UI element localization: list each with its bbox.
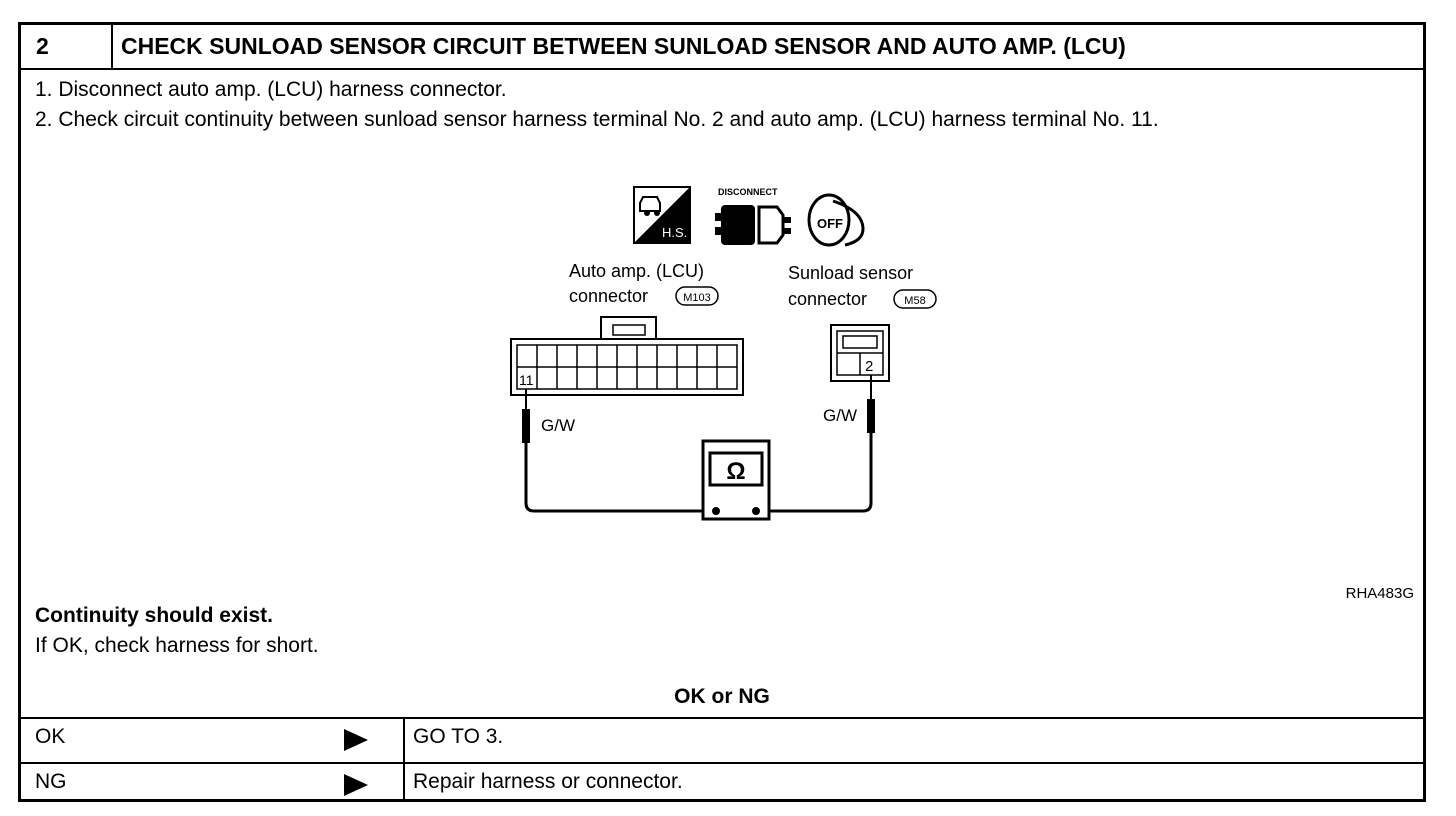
figure-code: RHA483G bbox=[1346, 585, 1414, 602]
decision-row-ok: OK GO TO 3. bbox=[21, 719, 1423, 764]
sunload-sensor-label: Sunload sensor bbox=[788, 263, 913, 283]
instruction-list: 1. Disconnect auto amp. (LCU) harness co… bbox=[35, 75, 1159, 135]
disconnect-label: DISCONNECT bbox=[718, 187, 778, 197]
auto-amp-terminal: 11 bbox=[519, 372, 534, 388]
decision-label: NG bbox=[35, 770, 67, 793]
off-label: OFF bbox=[817, 216, 843, 231]
decision-action: GO TO 3. bbox=[403, 719, 1423, 762]
right-arrow-icon bbox=[344, 774, 368, 796]
circuit-diagram: H.S. DISCONNECT OFF Auto amp. (LCU) conn… bbox=[510, 186, 1414, 602]
disconnect-icon: DISCONNECT bbox=[715, 187, 791, 245]
decision-label: OK bbox=[35, 725, 66, 748]
decision-row-ng: NG Repair harness or connector. bbox=[21, 764, 1423, 802]
expected-result-text: Continuity should exist. bbox=[35, 604, 274, 627]
procedure-table: 2 CHECK SUNLOAD SENSOR CIRCUIT BETWEEN S… bbox=[18, 22, 1426, 802]
auto-amp-connector-id: M103 bbox=[683, 292, 711, 304]
sunload-sensor-connector-id: M58 bbox=[904, 295, 925, 307]
test-leads bbox=[522, 375, 875, 513]
right-arrow-icon bbox=[344, 729, 368, 751]
step-title: CHECK SUNLOAD SENSOR CIRCUIT BETWEEN SUN… bbox=[121, 33, 1126, 59]
decision-heading: OK or NG bbox=[21, 679, 1423, 719]
sunload-sensor-wire-color: G/W bbox=[823, 406, 857, 425]
ignition-off-icon: OFF bbox=[807, 193, 865, 247]
hs-label: H.S. bbox=[662, 225, 687, 240]
expected-result: Continuity should exist. If OK, check ha… bbox=[35, 601, 319, 661]
auto-amp-wire-color: G/W bbox=[541, 416, 575, 435]
sunload-sensor-connector: 2 bbox=[830, 324, 890, 382]
ohmmeter: Ω bbox=[701, 439, 771, 521]
sunload-sensor-connector-label: connector bbox=[788, 289, 867, 309]
decision-action: Repair harness or connector. bbox=[403, 764, 1423, 802]
auto-amp-label: Auto amp. (LCU) bbox=[569, 261, 704, 281]
harness-side-icon: H.S. bbox=[633, 186, 691, 244]
instruction-item: 1. Disconnect auto amp. (LCU) harness co… bbox=[35, 78, 507, 101]
auto-amp-connector: 11 bbox=[510, 316, 744, 396]
ohm-symbol: Ω bbox=[726, 458, 745, 485]
sunload-sensor-terminal: 2 bbox=[865, 358, 873, 375]
step-header: 2 CHECK SUNLOAD SENSOR CIRCUIT BETWEEN S… bbox=[21, 25, 1423, 70]
instruction-item: 2. Check circuit continuity between sunl… bbox=[35, 108, 1159, 131]
auto-amp-connector-label: connector bbox=[569, 286, 648, 306]
step-number: 2 bbox=[21, 25, 113, 68]
result-note: If OK, check harness for short. bbox=[35, 634, 319, 657]
